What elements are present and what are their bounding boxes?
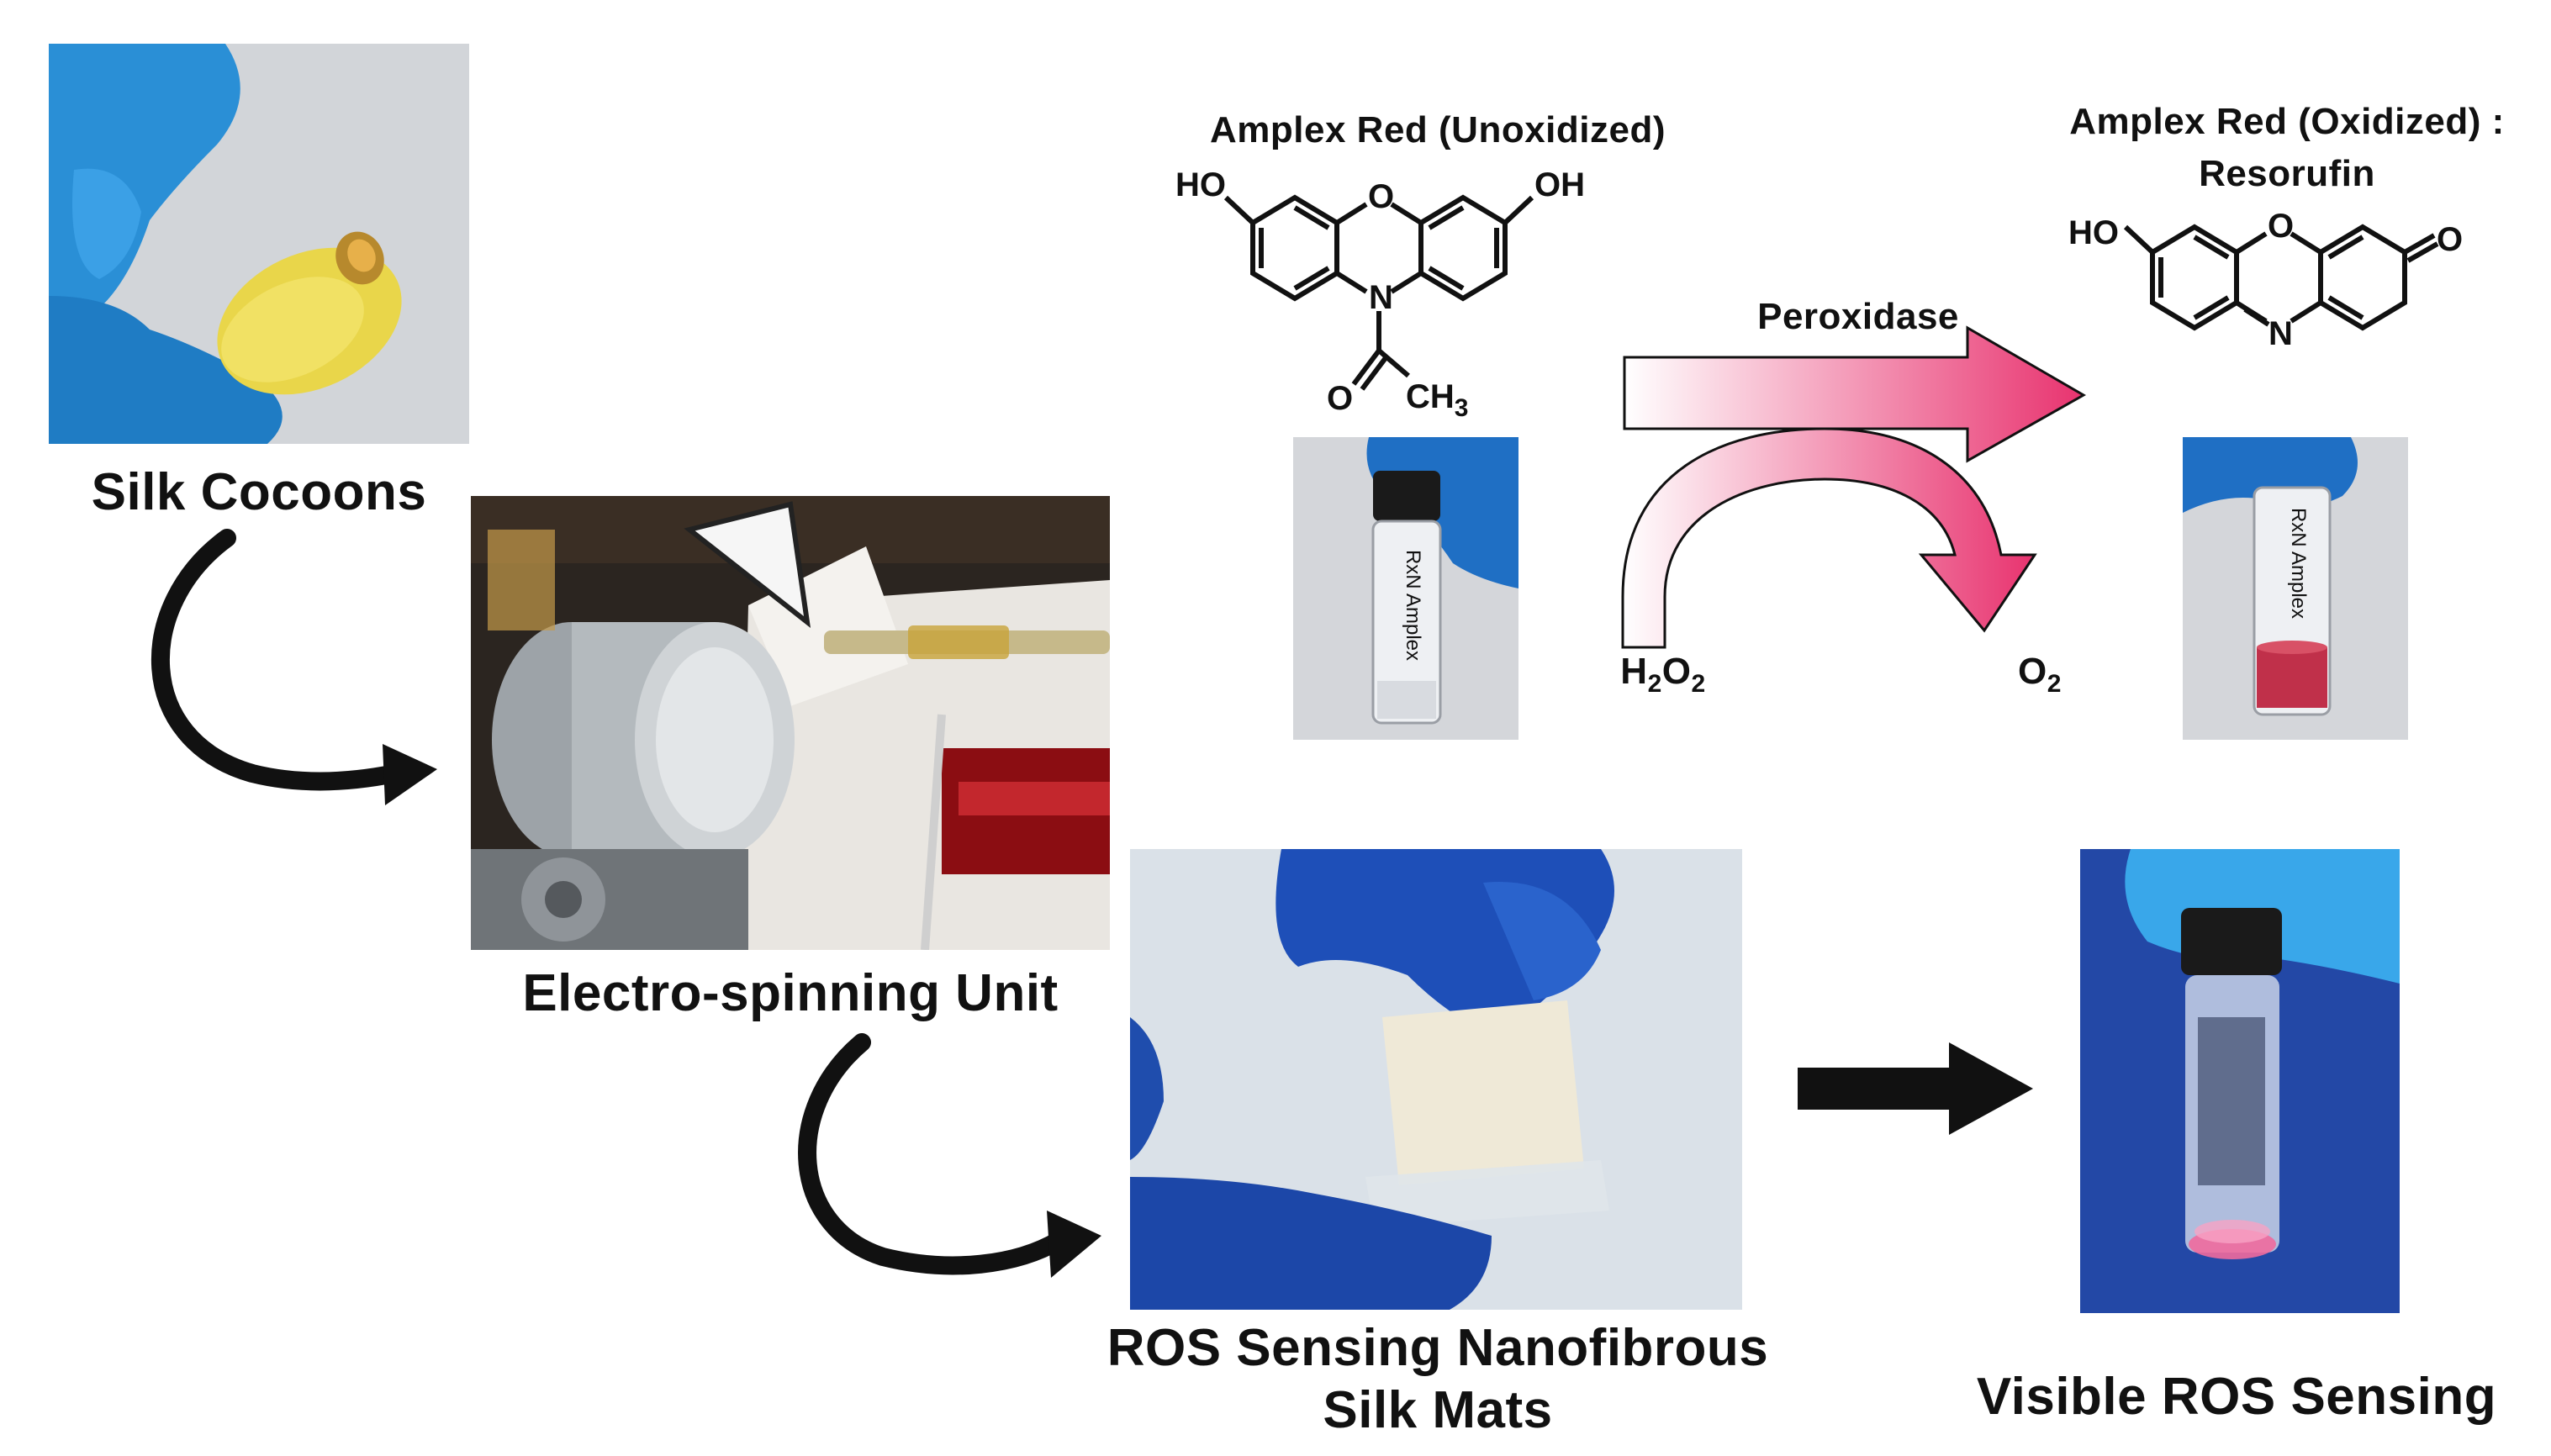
product-title-line2: Resorufin [2199, 153, 2375, 194]
peroxidase-arrow [1623, 325, 2087, 463]
peroxidase-reaction-arrows [1621, 325, 2087, 649]
atom-oh-right: OH [1534, 166, 1585, 203]
product-title-line1: Amplex Red (Oxidized) : [2069, 101, 2505, 142]
product-vial-text: RxN Amplex [2287, 508, 2310, 619]
straight-arrow-head [1949, 1042, 2033, 1135]
curved-arrow-2-head [1047, 1211, 1101, 1278]
visible-ros-sensing-photo [2080, 849, 2400, 1313]
electrospinning-unit-label: Electro-spinning Unit [522, 964, 1059, 1022]
curved-arrow-1-head [383, 744, 437, 805]
silk-cocoons-photo [49, 44, 469, 444]
straight-arrow-shaft [1798, 1068, 1957, 1110]
atom-prod-ring-o: O [2268, 208, 2294, 245]
silk-mats-label-line1: ROS Sensing Nanofibrous [1106, 1319, 1769, 1377]
atom-prod-keto-o: O [2437, 221, 2463, 258]
reactant-vial-text: RxN Amplex [1402, 550, 1424, 661]
atom-ho-left: HO [1177, 166, 1226, 203]
atom-prod-ho: HO [2068, 214, 2119, 251]
reactant-title: Amplex Red (Unoxidized) [1210, 109, 1666, 150]
enzyme-label: Peroxidase [1757, 296, 1959, 337]
resorufin-structure: HO O N O [2068, 208, 2463, 352]
product-vial-photo: RxN Amplex [2183, 437, 2408, 740]
atom-ring-o: O [1368, 178, 1394, 215]
atom-ring-n: N [1369, 279, 1393, 316]
curved-arrow-2 [798, 1033, 1069, 1275]
atom-carbonyl-o: O [1327, 380, 1353, 417]
electrospinning-unit-photo [471, 496, 1110, 950]
curved-arrow-1 [151, 529, 404, 791]
atom-prod-ring-n: N [2268, 315, 2293, 352]
visible-ros-sensing-label: Visible ROS Sensing [1976, 1368, 2497, 1426]
amplex-red-structure: HO OH O N O CH3 [1177, 166, 1585, 422]
o2-label: O2 [2018, 651, 2062, 698]
h2o2-to-o2-arrow [1621, 427, 2037, 649]
silk-cocoons-label: Silk Cocoons [91, 463, 427, 521]
reactant-vial-photo: RxN Amplex [1293, 437, 1518, 740]
silk-mats-label-line2: Silk Mats [1323, 1381, 1553, 1439]
silk-mats-photo [1130, 849, 1742, 1310]
h2o2-label: H2O2 [1620, 651, 1706, 698]
atom-methyl: CH3 [1406, 378, 1468, 422]
